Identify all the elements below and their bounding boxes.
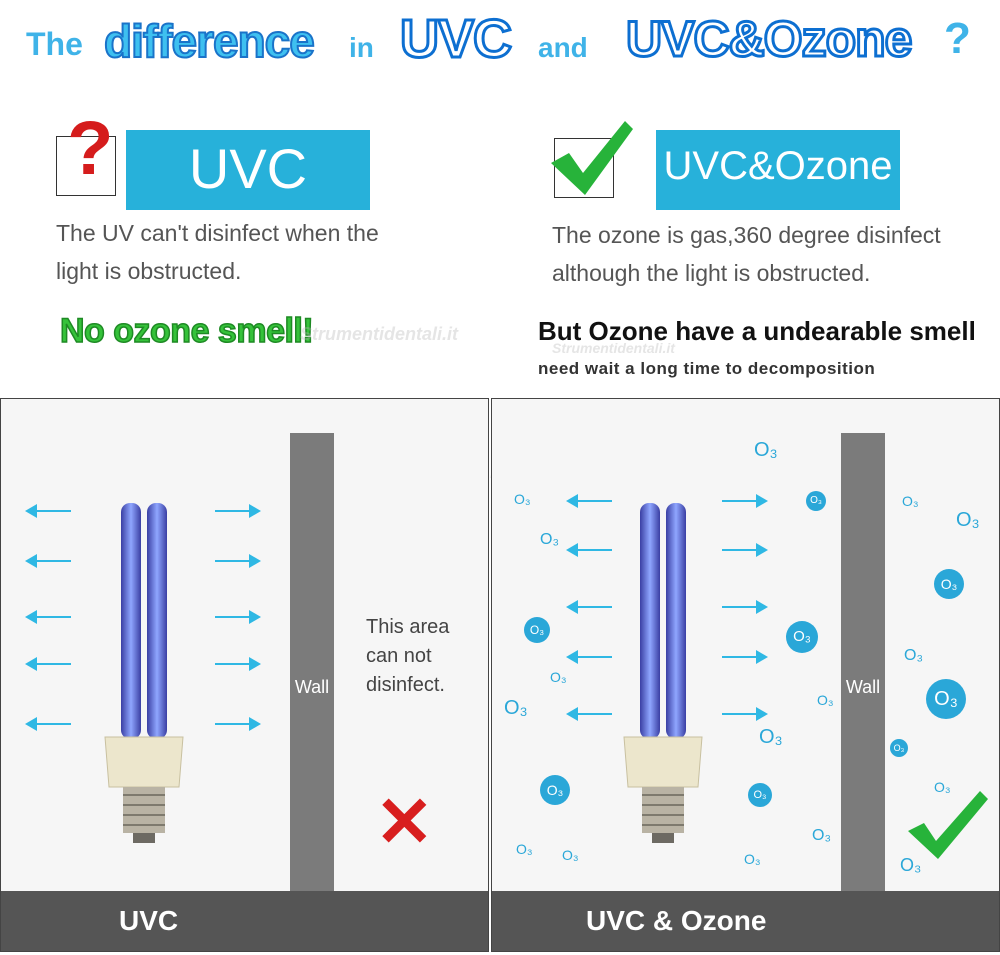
- wall: Wall: [841, 433, 885, 891]
- green-check-icon: [908, 791, 988, 859]
- ozone-molecule: O₃: [540, 531, 559, 548]
- ozone-bubble: O₃: [786, 621, 818, 653]
- title-word-uvc: UVC: [398, 8, 513, 71]
- uv-ray-arrow-right: [722, 543, 768, 557]
- ozone-molecule: O₃: [900, 855, 922, 875]
- ozone-molecule: O₃: [759, 726, 783, 748]
- ozone-molecule: O₃: [516, 841, 533, 857]
- title-word-the: The: [26, 26, 83, 62]
- wall-label: Wall: [845, 677, 881, 697]
- watermark-small-left: Strumentidentali.it: [300, 324, 459, 344]
- uv-ray-arrow-right: [215, 504, 261, 518]
- area-text-line3: disinfect.: [366, 674, 445, 696]
- uvc-panel: Wall This area can not disinfect. ✕ UVC: [0, 398, 489, 952]
- ozone-bubble: O₃: [540, 775, 570, 805]
- uvc-ozone-footer-label: UVC & Ozone: [586, 905, 767, 936]
- uv-ray-arrow-left: [566, 650, 612, 664]
- ozone-molecule: O₃: [812, 827, 831, 844]
- ozone-molecule: O₃: [902, 493, 919, 509]
- ozone-molecule: O₃: [562, 847, 579, 863]
- title-question-mark: ?: [944, 14, 971, 63]
- ozone-bubble: O₃: [926, 679, 966, 719]
- wall-label: Wall: [294, 677, 330, 697]
- ozone-molecule: O₃: [550, 669, 567, 685]
- uv-ray-arrow-right: [215, 657, 261, 671]
- uv-ray-arrow-right: [722, 494, 768, 508]
- area-text-line1: This area: [366, 616, 450, 638]
- uv-ray-arrow-right: [215, 554, 261, 568]
- title-bar: The difference in UVC and UVC&Ozone ?: [0, 8, 1000, 78]
- uv-ray-arrow-right: [215, 610, 261, 624]
- uvc-description-line1: The UV can't disinfect when the: [56, 220, 379, 246]
- area-text-line2: can not: [366, 645, 432, 667]
- uv-ray-arrow-right: [215, 717, 261, 731]
- uvc-ozone-description-line2: although the light is obstructed.: [552, 260, 871, 286]
- ozone-molecule: O₃: [754, 439, 778, 461]
- uv-ray-arrow-left: [25, 610, 71, 624]
- ozone-bubble: O₃: [524, 617, 550, 643]
- uvc-ozone-label: UVC&Ozone: [663, 144, 893, 188]
- uvc-description-line2: light is obstructed.: [56, 258, 242, 284]
- ozone-molecule: O₃: [904, 647, 923, 664]
- uvc-footer-label: UVC: [119, 905, 179, 936]
- uvc-panel-footer: UVC: [1, 891, 488, 951]
- ozone-molecule: O₃: [504, 697, 528, 719]
- uv-ray-arrow-right: [722, 650, 768, 664]
- uvc-ozone-panel-footer: UVC & Ozone: [492, 891, 999, 951]
- uv-ray-arrow-left: [566, 494, 612, 508]
- question-box: ?: [56, 106, 116, 196]
- title-word-in: in: [349, 32, 374, 63]
- watermark-small-right: Strumentidentali.it: [552, 340, 675, 356]
- ozone-bubble: O₃: [934, 569, 964, 599]
- question-mark-icon: ?: [67, 106, 114, 191]
- ozone-molecule: O₃: [514, 491, 531, 507]
- uvc-label: UVC: [188, 137, 308, 200]
- uvc-ozone-description-line1: The ozone is gas,360 degree disinfect: [552, 222, 941, 248]
- uv-ozone-lamp-icon: [623, 503, 703, 843]
- no-ozone-smell-text: No ozone smell!: [59, 311, 314, 351]
- ozone-bubble: O₃: [806, 491, 826, 511]
- uv-ray-arrow-left: [25, 657, 71, 671]
- wall: Wall: [290, 433, 334, 891]
- ozone-molecule: O₃: [956, 509, 980, 531]
- ozone-molecule: O₃: [744, 851, 761, 867]
- uv-ray-arrow-left: [25, 554, 71, 568]
- uv-ray-arrow-right: [722, 600, 768, 614]
- uvc-description: The UV can't disinfect when the light is…: [56, 214, 379, 290]
- decomposition-note: need wait a long time to decomposition: [538, 359, 876, 378]
- uv-lamp-icon: [104, 503, 184, 843]
- undisinfected-area-text: This area can not disinfect.: [366, 613, 449, 700]
- uvc-ozone-label-box: UVC&Ozone: [656, 130, 900, 210]
- ozone-molecule: O₃: [817, 692, 834, 708]
- ozone-bubble: O₃: [890, 739, 908, 757]
- title-word-uvc-ozone: UVC&Ozone: [624, 10, 913, 69]
- ozone-molecule: O₃: [934, 779, 951, 795]
- uvc-ozone-panel: O₃ O₃ O₃ O₃ O₃ O₃ O₃ O₃ O₃ O₃ O₃ O₃ O₃ O…: [491, 398, 1000, 952]
- uv-ray-arrow-right: [722, 707, 768, 721]
- uv-ray-arrow-left: [566, 707, 612, 721]
- uv-ray-arrow-left: [25, 717, 71, 731]
- check-box: [551, 121, 633, 198]
- title-word-difference: difference: [103, 14, 316, 68]
- uvc-label-box: UVC: [126, 130, 370, 210]
- red-cross-icon: ✕: [375, 783, 434, 861]
- uv-ray-arrow-left: [566, 600, 612, 614]
- green-check-icon: [551, 121, 633, 195]
- ozone-bubble: O₃: [748, 783, 772, 807]
- uvc-ozone-description: The ozone is gas,360 degree disinfect al…: [552, 216, 941, 292]
- uv-ray-arrow-left: [25, 504, 71, 518]
- title-word-and: and: [538, 32, 588, 63]
- uv-ray-arrow-left: [566, 543, 612, 557]
- ozone-smell-warning: But Ozone have a undearable smell: [538, 316, 976, 346]
